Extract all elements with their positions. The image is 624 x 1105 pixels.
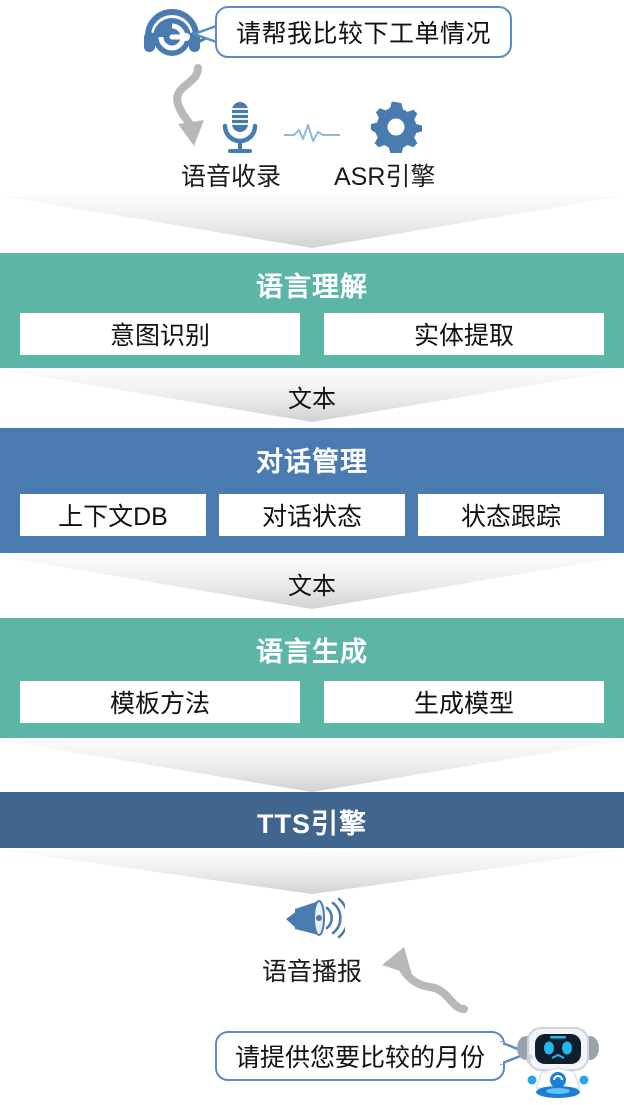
user-speech-bubble: 请帮我比较下工单情况 (215, 6, 512, 58)
curved-down-arrow-icon (158, 62, 228, 152)
capture-stage-row: 语音收录 ASR引擎 (0, 95, 624, 195)
user-input-row: 请帮我比较下工单情况 (0, 0, 624, 72)
stage-nlg-title: 语言生成 (256, 637, 368, 667)
nlg-box-template[interactable]: 模板方法 (20, 681, 300, 723)
connector-label-2: 文本 (288, 573, 336, 600)
dm-box-dialog-state[interactable]: 对话状态 (219, 494, 405, 536)
stage-tts: TTS引擎 (0, 792, 624, 848)
user-speech-bubble-text: 请帮我比较下工单情况 (235, 20, 491, 48)
megaphone-icon (283, 897, 349, 941)
stage-nlu-boxes: 意图识别 实体提取 (0, 313, 624, 355)
nlg-box-generative-model[interactable]: 生成模型 (324, 681, 604, 723)
gear-icon (370, 101, 423, 155)
capture-label-voice: 语音收录 (181, 163, 282, 191)
nlu-box-intent[interactable]: 意图识别 (20, 313, 300, 355)
dm-box-state-tracking[interactable]: 状态跟踪 (418, 494, 604, 536)
stage-dm-title: 对话管理 (256, 447, 368, 477)
robot-assistant-icon (510, 1018, 608, 1100)
stage-nlg-boxes: 模板方法 生成模型 (0, 681, 624, 723)
connector-label-1: 文本 (288, 386, 336, 413)
nlu-box-entity[interactable]: 实体提取 (324, 313, 604, 355)
capture-label-asr: ASR引擎 (334, 163, 436, 191)
dm-box-context-db[interactable]: 上下文DB (20, 494, 206, 536)
connector-chevron-0 (0, 196, 624, 248)
stage-dm-boxes: 上下文DB 对话状态 状态跟踪 (0, 494, 624, 536)
microphone-icon (218, 100, 262, 156)
stage-tts-title: TTS引擎 (257, 809, 367, 839)
bot-speech-bubble: 请提供您要比较的月份 (215, 1031, 505, 1081)
connector-chevron-3 (0, 740, 624, 792)
connector-chevron-tts-out (0, 850, 624, 894)
output-label: 语音播报 (261, 958, 362, 986)
stage-nlu-title: 语言理解 (256, 272, 368, 302)
bot-speech-bubble-text: 请提供您要比较的月份 (234, 1044, 485, 1072)
audio-waveform-icon (282, 123, 342, 145)
curved-up-left-arrow-icon (368, 943, 468, 1013)
headset-operator-icon (140, 6, 212, 62)
